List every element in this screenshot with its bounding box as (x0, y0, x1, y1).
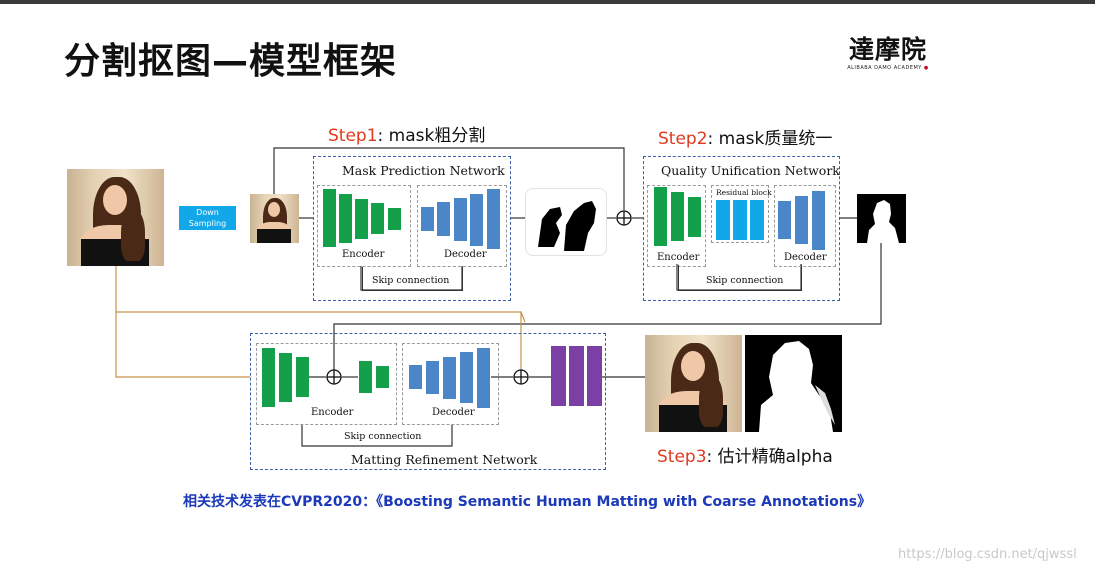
mrn-encoder-layer (359, 361, 372, 393)
coarse-mask-image (525, 188, 607, 256)
step2-label: Step2: mask质量统一 (658, 124, 832, 149)
mpn-skip-label: Skip connection (372, 275, 449, 286)
mrn-output-layer (569, 346, 584, 406)
unified-mask-image (857, 194, 906, 243)
qun-decoder-layer (795, 196, 808, 244)
qun-decoder-layer (812, 191, 825, 250)
qun-encoder-label: Encoder (657, 252, 699, 263)
mrn-encoder-layer (376, 366, 389, 388)
step1-label: Step1: mask粗分割 (328, 121, 485, 146)
mrn-title: Matting Refinement Network (351, 452, 537, 467)
qun-skip-label: Skip connection (706, 275, 783, 286)
mrn-encoder-layer (262, 348, 275, 407)
mpn-encoder-label: Encoder (342, 249, 384, 260)
mrn-output-layer (551, 346, 566, 406)
mpn-encoder-layer (323, 189, 336, 247)
mpn-decoder-layer (437, 202, 450, 236)
plus-operator-icon (617, 211, 631, 225)
mrn-decoder-label: Decoder (432, 407, 475, 418)
mpn-encoder-layer (355, 199, 368, 239)
alpha-matte-image (745, 335, 842, 432)
input-portrait-image (67, 169, 164, 266)
qun-residual-layer (750, 200, 764, 240)
downsampled-image (250, 194, 299, 243)
mrn-encoder-layer (279, 353, 292, 402)
mpn-encoder-layer (339, 194, 352, 243)
mrn-decoder-layer (477, 348, 490, 408)
publication-note: 相关技术发表在CVPR2020：《Boosting Semantic Human… (183, 491, 871, 511)
step3-label: Step3: 估计精确alpha (657, 442, 833, 467)
qun-decoder-layer (778, 201, 791, 239)
qun-title: Quality Unification Network (661, 163, 840, 178)
result-portrait-image (645, 335, 742, 432)
qun-residual-layer (733, 200, 747, 240)
qun-encoder-layer (688, 197, 701, 237)
qun-residual-layer (716, 200, 730, 240)
mrn-output-layer (587, 346, 602, 406)
qun-encoder-layer (671, 192, 684, 241)
qun-decoder-label: Decoder (784, 252, 827, 263)
mpn-encoder-layer (371, 203, 384, 234)
mrn-skip-label: Skip connection (344, 431, 421, 442)
watermark: https://blog.csdn.net/qjwssl (898, 547, 1077, 562)
qun-residual-label: Residual block (716, 188, 772, 197)
mpn-decoder-layer (421, 207, 434, 231)
mpn-title: Mask Prediction Network (342, 163, 505, 178)
mpn-decoder-layer (454, 198, 467, 241)
mpn-encoder-layer (388, 208, 401, 230)
mrn-decoder-layer (460, 352, 473, 403)
mrn-decoder-layer (426, 361, 439, 394)
mrn-encoder-label: Encoder (311, 407, 353, 418)
mrn-decoder-layer (409, 365, 422, 389)
mpn-decoder-layer (470, 194, 483, 246)
mpn-decoder-label: Decoder (444, 249, 487, 260)
mrn-encoder-layer (296, 357, 309, 397)
mrn-decoder-layer (443, 357, 456, 399)
mpn-decoder-layer (487, 189, 500, 249)
qun-encoder-layer (654, 187, 667, 246)
